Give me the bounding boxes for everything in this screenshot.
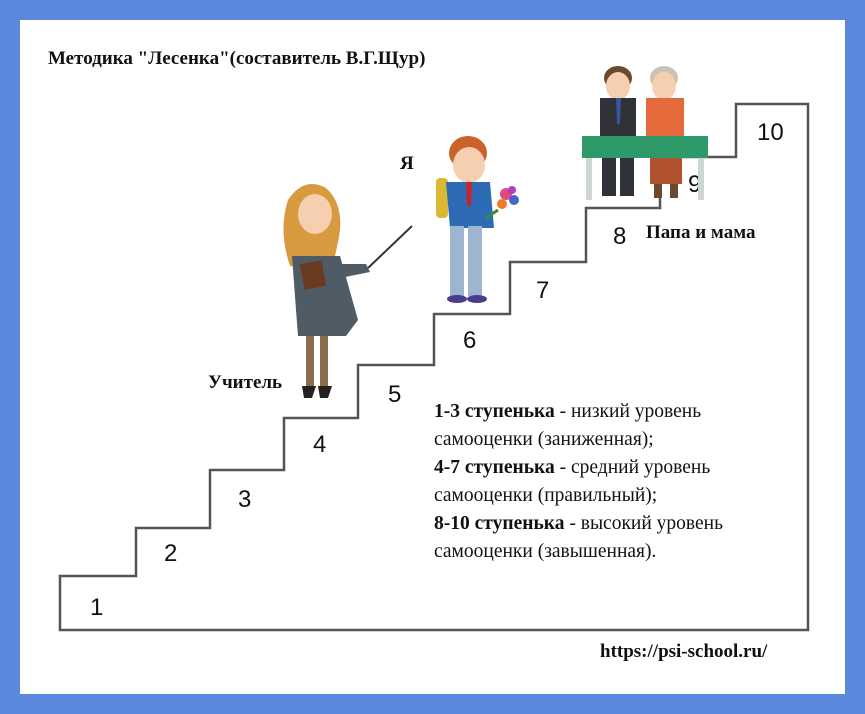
staircase-outline: [58, 102, 810, 632]
source-url[interactable]: https://psi-school.ru/: [600, 641, 768, 662]
legend-item: 8-10 ступенька - высокий уровень самооце…: [434, 510, 804, 566]
legend-range: 1-3 ступенька: [434, 401, 555, 422]
legend-description: высокий уровень самооценки (завышенная).: [434, 513, 723, 562]
step-number: 6: [463, 327, 476, 354]
legend-description: низкий уровень самооценки (заниженная);: [434, 401, 702, 450]
legend-separator: -: [564, 513, 581, 534]
legend-range: 4-7 ступенька: [434, 457, 555, 478]
label-self: Я: [400, 153, 414, 174]
legend-item: 4-7 ступенька - средний уровень самооцен…: [434, 454, 804, 510]
legend-text: 1-3 ступенька - низкий уровень самооценк…: [434, 398, 804, 566]
page-frame: Методика "Лесенка"(составитель В.Г.Щур) …: [20, 20, 845, 694]
step-number: 2: [164, 540, 177, 567]
step-number: 10: [757, 119, 784, 146]
step-number: 7: [536, 277, 549, 304]
teacher-illustration: [283, 184, 413, 398]
label-teacher: Учитель: [208, 372, 283, 393]
step-number: 1: [90, 594, 103, 621]
boy-illustration: [436, 136, 519, 303]
step-number: 4: [313, 431, 326, 458]
label-parents: Папа и мама: [646, 222, 756, 243]
legend-description: средний уровень самооценки (правильный);: [434, 457, 711, 506]
page-title: Методика "Лесенка"(составитель В.Г.Щур): [48, 48, 426, 69]
legend-separator: -: [554, 457, 571, 478]
parents-illustration: [582, 66, 708, 200]
legend-item: 1-3 ступенька - низкий уровень самооценк…: [434, 398, 804, 454]
step-number: 5: [388, 381, 401, 408]
legend-separator: -: [554, 401, 571, 422]
step-number: 8: [613, 223, 626, 250]
ladder-figure: 1 2 3 4 5 6 7 8 9 10: [58, 66, 810, 632]
step-number: 3: [238, 486, 251, 513]
legend-range: 8-10 ступенька: [434, 513, 565, 534]
